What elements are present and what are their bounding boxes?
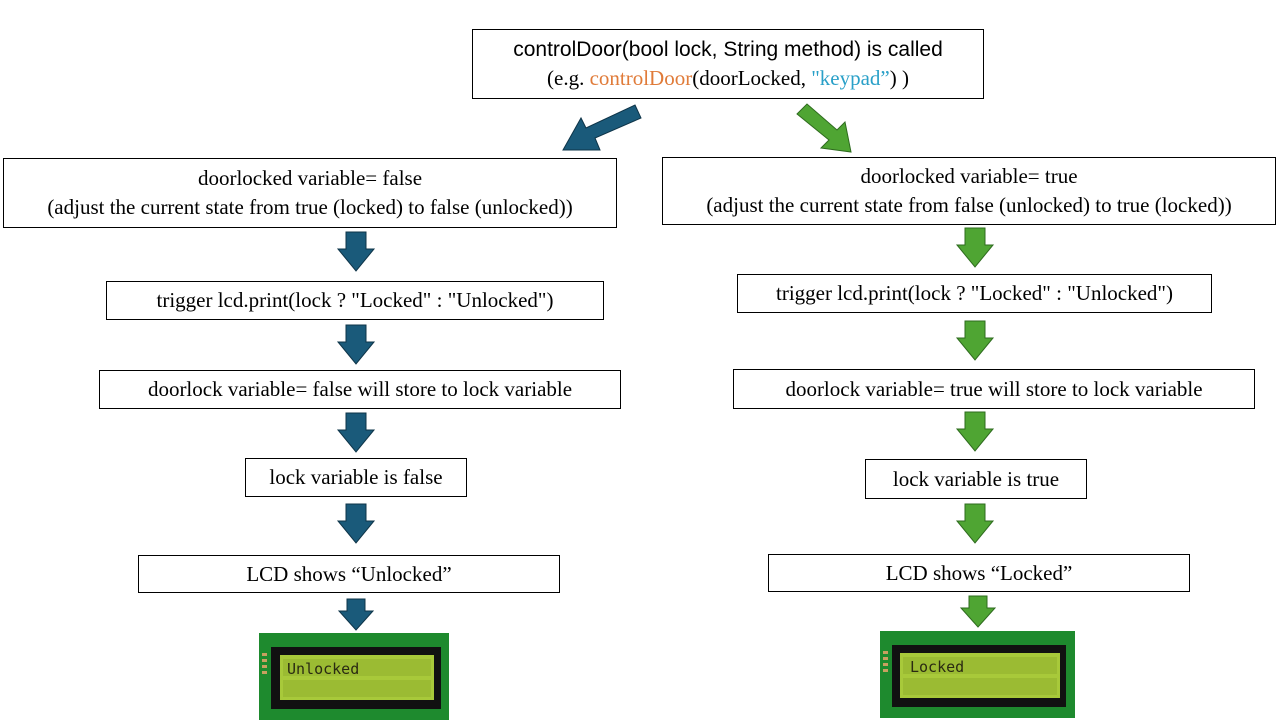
right-lcd-shows-text: LCD shows “Locked” (885, 560, 1073, 585)
lcd-module-unlocked: Unlocked (259, 633, 449, 720)
control-door-signature: controlDoor(bool lock, String method) is… (513, 38, 943, 61)
right-state-box: doorlocked variable= true (adjust the cu… (662, 157, 1276, 225)
left-state-description: (adjust the current state from true (loc… (47, 195, 573, 219)
example-args: (doorLocked, (692, 66, 812, 90)
arrow-down-icon (336, 412, 376, 453)
arrow-down-right-icon (796, 103, 852, 153)
left-trigger-box: trigger lcd.print(lock ? "Locked" : "Unl… (106, 281, 604, 320)
control-door-example: (e.g. controlDoor(doorLocked, "keypad”) … (547, 64, 909, 93)
right-store-text: doorlock variable= true will store to lo… (785, 376, 1203, 401)
arrow-down-icon (955, 411, 995, 452)
control-door-call-box: controlDoor(bool lock, String method) is… (472, 29, 984, 99)
arrow-down-icon (337, 598, 375, 631)
right-lcd-shows-box: LCD shows “Locked” (768, 554, 1190, 592)
left-lock-var-box: lock variable is false (245, 458, 467, 497)
lcd-locked-text: Locked (910, 658, 964, 676)
left-store-box: doorlock variable= false will store to l… (99, 370, 621, 409)
example-method-arg: "keypad” (811, 66, 890, 90)
arrow-down-icon (336, 324, 376, 365)
arrow-down-left-icon (562, 104, 642, 151)
arrow-down-icon (336, 503, 376, 544)
example-suffix: ) ) (889, 66, 909, 90)
right-trigger-text: trigger lcd.print(lock ? "Locked" : "Unl… (776, 281, 1173, 305)
arrow-down-icon (955, 320, 995, 361)
left-state-box: doorlocked variable= false (adjust the c… (3, 158, 617, 228)
example-prefix: (e.g. (547, 66, 590, 90)
lcd-unlocked-text: Unlocked (287, 660, 359, 678)
left-lcd-shows-box: LCD shows “Unlocked” (138, 555, 560, 593)
example-function-name: controlDoor (589, 66, 693, 90)
left-lcd-shows-text: LCD shows “Unlocked” (246, 561, 452, 586)
lcd-module-locked: Locked (880, 631, 1075, 718)
right-state-description: (adjust the current state from false (un… (706, 193, 1232, 217)
left-store-text: doorlock variable= false will store to l… (147, 377, 573, 401)
arrow-down-icon (336, 231, 376, 272)
left-trigger-text: trigger lcd.print(lock ? "Locked" : "Unl… (156, 288, 554, 312)
arrow-down-icon (955, 503, 995, 544)
arrow-down-icon (959, 595, 997, 628)
right-lock-var-box: lock variable is true (865, 459, 1087, 499)
arrow-down-icon (955, 227, 995, 268)
right-store-box: doorlock variable= true will store to lo… (733, 369, 1255, 409)
right-lock-var-text: lock variable is true (892, 466, 1060, 491)
left-lock-var-text: lock variable is false (269, 465, 443, 489)
right-trigger-box: trigger lcd.print(lock ? "Locked" : "Unl… (737, 274, 1212, 313)
right-state-title: doorlocked variable= true (860, 164, 1078, 188)
left-state-title: doorlocked variable= false (197, 166, 423, 190)
